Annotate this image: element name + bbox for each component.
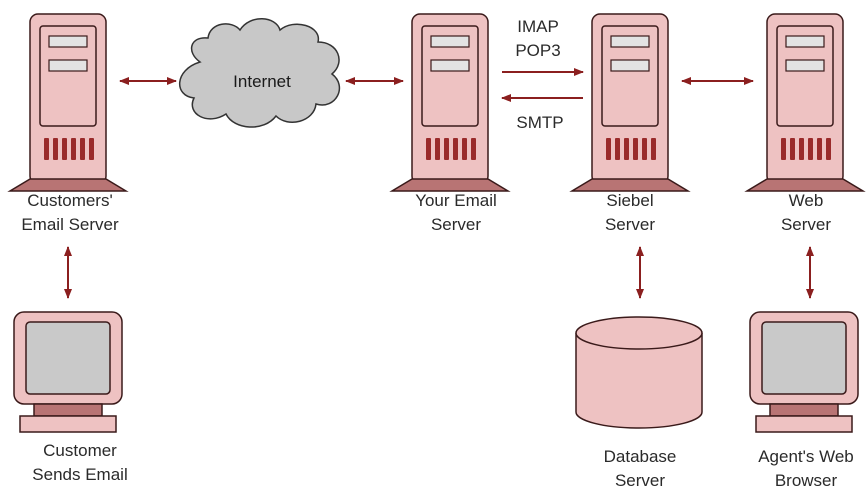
agents-web-browser-label-line1: Agent's Web [758,447,854,466]
internet-label: Internet [233,72,291,91]
protocol-imap-label: IMAP [517,17,559,36]
siebel-server-label-line1: Siebel [606,191,653,210]
database-server-label-line1: Database [604,447,677,466]
protocol-pop3-label: POP3 [515,41,560,60]
customers-email-server-icon [9,13,127,192]
your-email-server-icon [391,13,509,192]
customer-computer-icon [13,311,123,433]
internet-cloud-icon [178,18,341,128]
database-server-label-line2: Server [615,471,665,490]
siebel-server-icon [571,13,689,192]
agent-computer-icon [749,311,859,433]
customer-label-line1: Customer [43,441,117,460]
your-email-server-label-line2: Server [431,215,481,234]
database-cylinder-icon [575,316,703,429]
web-server-icon [746,13,864,192]
siebel-server-label-line2: Server [605,215,655,234]
your-email-server-label-line1: Your Email [415,191,497,210]
protocol-smtp-label: SMTP [516,113,563,132]
customer-label-line2: Sends Email [32,465,127,484]
web-server-label-line2: Server [781,215,831,234]
agents-web-browser-label-line2: Browser [775,471,838,490]
customers-email-server-label-line1: Customers' [27,191,112,210]
customers-email-server-label-line2: Email Server [21,215,119,234]
web-server-label-line1: Web [789,191,824,210]
